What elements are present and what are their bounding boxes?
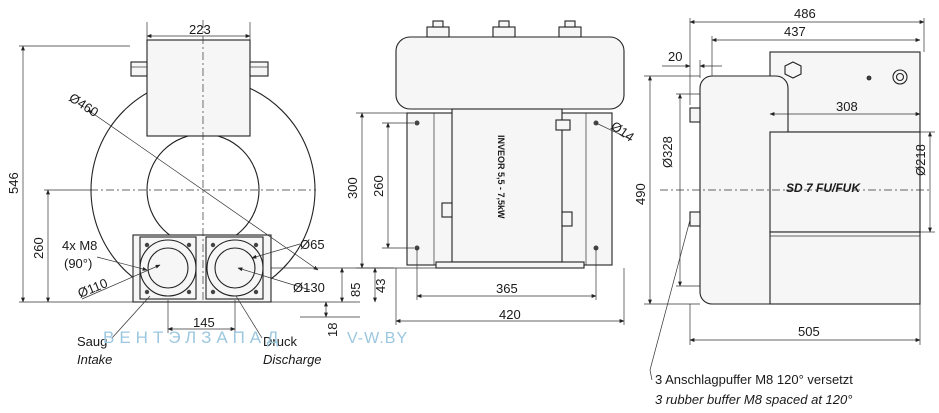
silencer-bottom — [769, 231, 921, 305]
rubber-buffer-bottom — [689, 211, 701, 227]
watermark-brand: ВЕНТЭЛЗАПАД — [103, 328, 283, 347]
silencer-top — [769, 131, 921, 233]
dim-line-d460 — [87, 109, 319, 271]
dim-260-side: 260 — [371, 175, 386, 197]
right-view: SD 7 FU/FUK 486 437 20 308 Ø328 Ø218 490 — [633, 6, 935, 407]
terminal-box-3 — [558, 26, 582, 38]
dim-d110: Ø110 — [76, 275, 110, 300]
label-90deg: (90°) — [64, 256, 92, 271]
dim-d328: Ø328 — [660, 136, 675, 168]
dim-486: 486 — [794, 6, 816, 21]
dim-300: 300 — [345, 177, 360, 199]
base-plate-side — [435, 261, 585, 269]
nut-hex — [784, 61, 802, 79]
dim-20: 20 — [668, 49, 682, 64]
cable-gland-left — [130, 61, 148, 77]
dim-505: 505 — [798, 324, 820, 339]
dim-145: 145 — [193, 315, 215, 330]
dim-546: 546 — [6, 172, 21, 194]
dim-260-front: 260 — [31, 237, 46, 259]
dim-365: 365 — [496, 281, 518, 296]
dim-d130: Ø130 — [293, 280, 325, 295]
dim-308: 308 — [836, 99, 858, 114]
front-view: 223 546 260 Ø460 Ø65 Ø130 Ø110 4x M8 (90… — [6, 20, 394, 367]
dim-490: 490 — [633, 183, 648, 205]
inverter-nameplate: INVEOR 5,5 - 7,5kW — [496, 135, 506, 219]
label-4x-m8: 4x M8 — [62, 238, 97, 253]
dim-43: 43 — [373, 279, 388, 293]
label-intake: Intake — [77, 352, 112, 367]
dim-d218: Ø218 — [913, 144, 928, 176]
pressure-gauge-outer — [892, 69, 908, 85]
dim-d65: Ø65 — [300, 237, 325, 252]
dim-420: 420 — [499, 307, 521, 322]
motor-top-housing — [395, 36, 625, 110]
note-buffer-en: 3 rubber buffer M8 spaced at 120° — [655, 392, 852, 407]
inverter-panel — [451, 108, 563, 263]
dim-85: 85 — [348, 283, 363, 297]
motor-block — [146, 39, 251, 137]
terminal-box-1 — [426, 26, 450, 38]
side-view: INVEOR 5,5 - 7,5kW 300 260 43 Ø14 365 42… — [345, 20, 637, 325]
label-druck: Druck — [263, 334, 297, 349]
note-buffer-de: 3 Anschlagpuffer M8 120° versetzt — [655, 372, 853, 387]
terminal-box-2 — [492, 26, 516, 38]
dim-18: 18 — [325, 323, 340, 337]
cable-gland-right — [249, 61, 269, 77]
rubber-buffer-top — [689, 107, 701, 123]
watermark-site: V-W.BY — [347, 330, 408, 347]
dim-437: 437 — [784, 24, 806, 39]
label-saug: Saug — [77, 334, 107, 349]
label-discharge: Discharge — [263, 352, 322, 367]
model-label: SD 7 FU/FUK — [786, 181, 861, 195]
dim-d14: Ø14 — [608, 118, 637, 144]
dim-223: 223 — [189, 22, 211, 37]
